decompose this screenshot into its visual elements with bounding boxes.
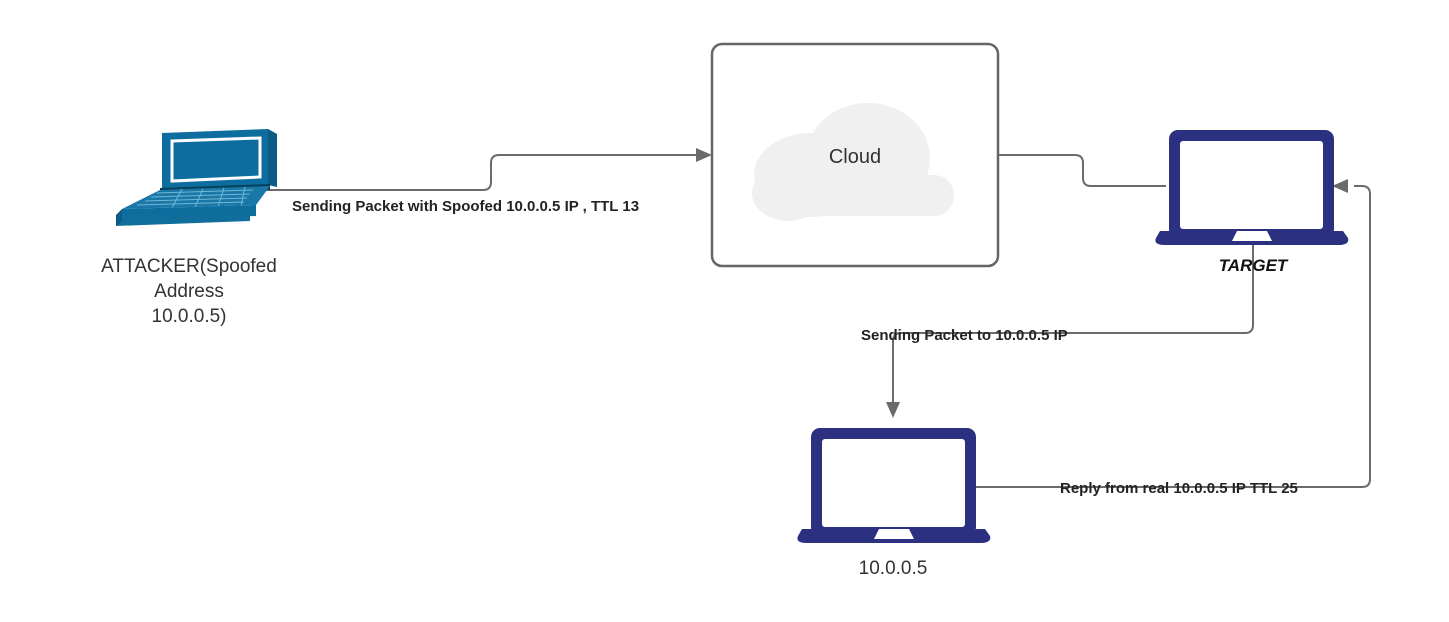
victim-label: 10.0.0.5: [859, 558, 928, 579]
arrowhead-into-cloud: [696, 148, 712, 162]
edge-target-to-victim-path: [892, 243, 1254, 406]
edge-cloud-to-target: [998, 154, 1166, 187]
attacker-label-line-3: 10.0.0.5): [152, 306, 227, 327]
node-attacker[interactable]: ATTACKER(Spoofed Address 10.0.0.5): [101, 129, 277, 327]
edge-label-attacker-to-cloud: Sending Packet with Spoofed 10.0.0.5 IP …: [292, 198, 639, 215]
cloud-label: Cloud: [829, 146, 881, 168]
edge-victim-to-target: [975, 179, 1371, 488]
arrowhead-into-target: [1332, 179, 1348, 193]
edge-attacker-to-cloud-path: [265, 154, 700, 191]
node-cloud[interactable]: Cloud: [710, 42, 1000, 268]
edge-label-victim-to-target: Reply from real 10.0.0.5 IP TTL 25: [1060, 480, 1298, 497]
edge-victim-to-target-path: [975, 185, 1371, 488]
target-label: TARGET: [1219, 256, 1289, 275]
laptop-icon: [797, 428, 991, 543]
laptop-3d-icon: [116, 129, 277, 226]
attacker-label-line-2: Address: [154, 281, 224, 302]
cloud-icon: [752, 103, 954, 221]
node-victim[interactable]: 10.0.0.5: [797, 428, 991, 579]
arrowhead-into-victim: [886, 402, 900, 418]
edge-attacker-to-cloud: [265, 148, 712, 191]
edge-target-to-victim: [886, 243, 1254, 418]
attacker-label-line-1: ATTACKER(Spoofed: [101, 256, 277, 277]
laptop-icon: [1155, 130, 1349, 245]
edge-cloud-to-target-path: [998, 154, 1166, 187]
node-target[interactable]: TARGET: [1155, 130, 1349, 275]
edge-label-target-to-victim: Sending Packet to 10.0.0.5 IP: [861, 327, 1068, 344]
